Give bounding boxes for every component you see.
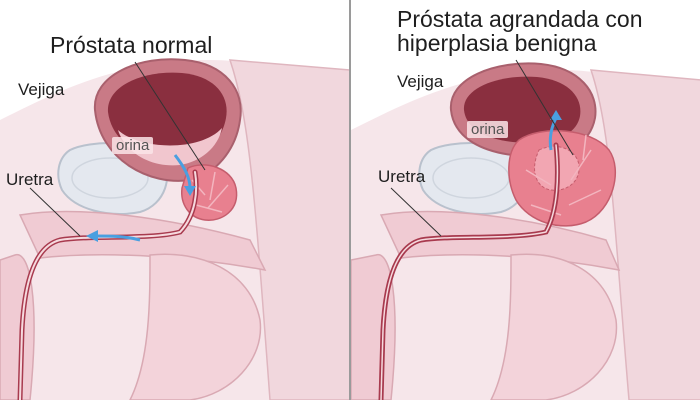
panel-divider [349, 0, 351, 400]
title-leader-line [515, 59, 574, 156]
label-urethra: Uretra [6, 170, 54, 189]
penis-shaft [18, 210, 267, 272]
scrotum [129, 253, 262, 400]
title-normal-prostate: Próstata normal [50, 32, 213, 58]
urethra-leader-line [29, 187, 81, 237]
penis-shaft [379, 210, 621, 272]
urine-flow-arrowhead-down [184, 186, 196, 196]
prostate-texture [525, 134, 602, 216]
scrotum [490, 253, 618, 400]
label-bladder: Vejiga [18, 80, 65, 99]
urethra-leader-line [390, 187, 442, 237]
abdominal-wall [589, 69, 700, 400]
urine-flow-arrow-up [548, 117, 558, 151]
abdominal-wall [228, 59, 350, 400]
penis-lower [351, 254, 396, 400]
urine-flow-arrow-down [173, 154, 192, 189]
urethra-lumen [380, 144, 559, 400]
title-enlarged-prostate-line2: hiperplasia benigna [397, 30, 597, 56]
urine-flow-arrowhead-left [86, 230, 98, 242]
urine-flow-arrowhead-up [550, 110, 562, 120]
bph-anatomy-illustration [351, 59, 700, 400]
title-enlarged-prostate-line1: Próstata agrandada con [397, 6, 643, 32]
label-urine: orina [467, 121, 509, 138]
normal-anatomy-illustration [0, 58, 350, 400]
pubic-bone-detail [71, 157, 149, 199]
label-urethra: Uretra [378, 167, 426, 186]
label-bladder: Vejiga [397, 72, 444, 91]
label-urine: orina [112, 137, 154, 154]
urine-flow-arrow-left [94, 234, 141, 242]
title-leader-line [134, 61, 206, 171]
panel-enlarged-prostate: Próstata agrandada con hiperplasia benig… [351, 0, 700, 400]
panel-normal-prostate: Próstata normal Vejiga Uretra orina [0, 32, 350, 400]
